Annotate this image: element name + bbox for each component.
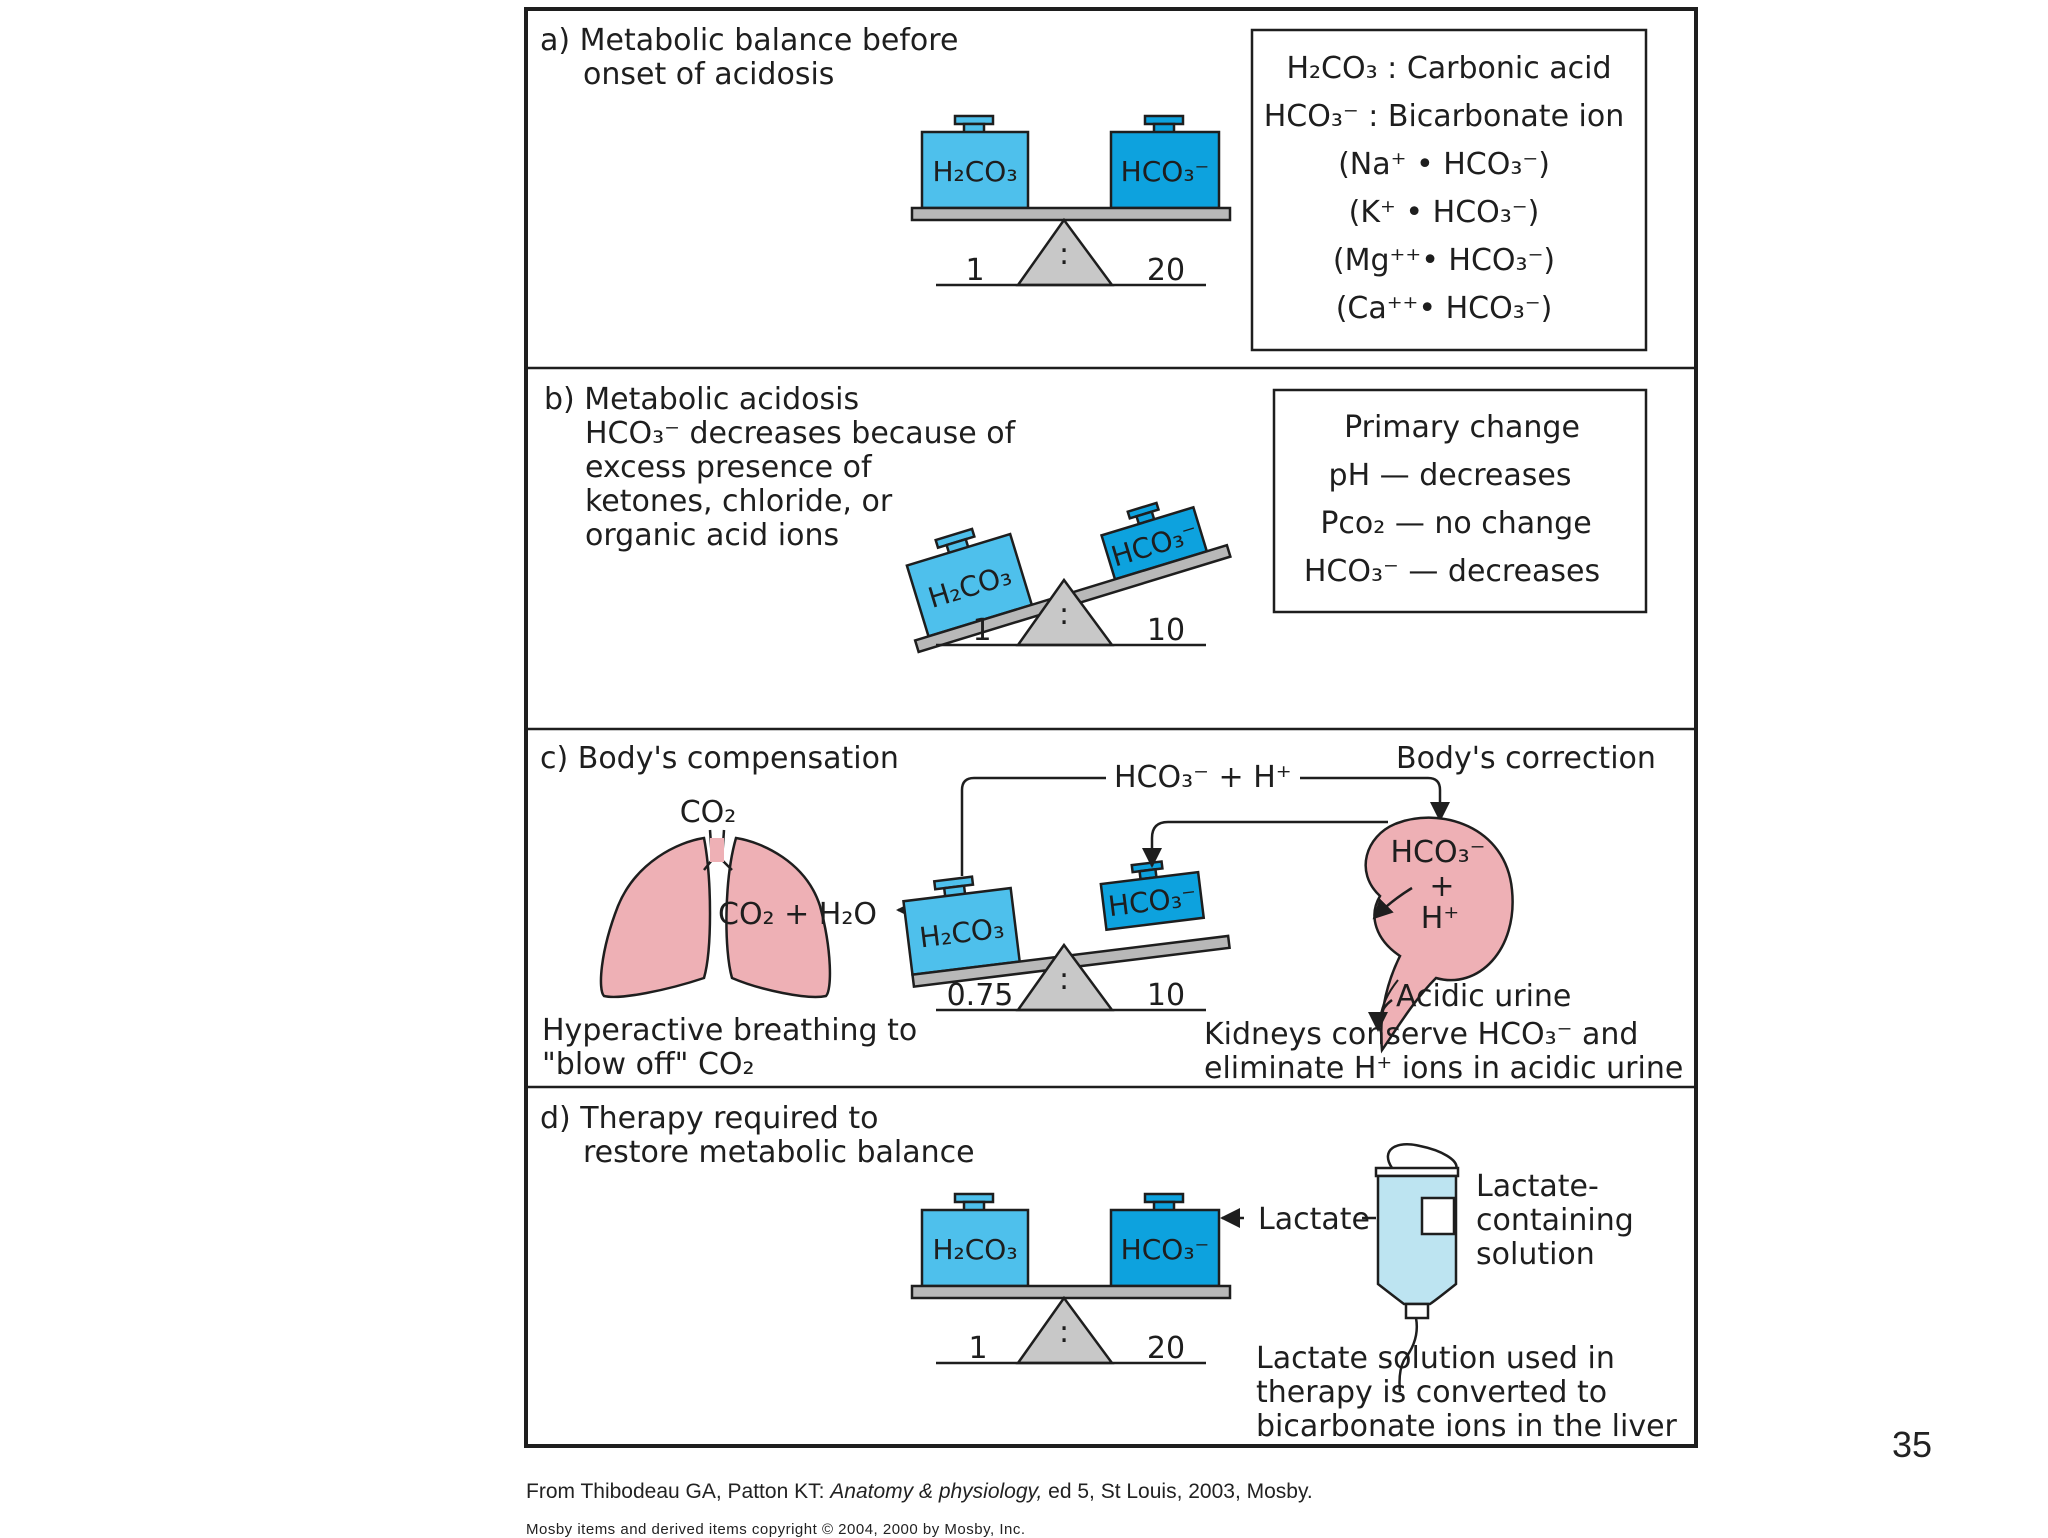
therapy-caption: Lactate solution used in [1256,1341,1615,1376]
legend-line: (Mg⁺⁺• HCO₃⁻) [1333,243,1555,278]
reaction-label: CO₂ + H₂O [718,897,877,932]
legend-lines: H₂CO₃ : Carbonic acid HCO₃⁻ : Bicarbonat… [1264,51,1625,326]
exchange-label: HCO₃⁻ + H⁺ [1114,760,1292,795]
lungs-caption: Hyperactive breathing to [542,1013,917,1048]
panel-b-text: organic acid ions [585,518,839,553]
scale-beam [910,206,1232,222]
lungs-caption: "blow off" CO₂ [542,1047,755,1082]
acid-weight: H₂CO₃ [920,1192,1030,1288]
bag-label: Lactate- [1476,1169,1599,1204]
ratio-left: 1 [972,613,991,648]
ratio-left: 0.75 [947,978,1014,1013]
primary-change-title: Primary change [1344,410,1580,445]
credit-prefix: From Thibodeau GA, Patton KT: [526,1480,831,1503]
exchange-path-left [960,776,1106,876]
credit-book-title: Anatomy & physiology, [830,1480,1043,1503]
panel-b: b) Metabolic acidosis HCO₃⁻ decreases be… [544,382,1648,654]
exchange-arrow-to-kidney [1300,776,1450,822]
acidic-urine-label: Acidic urine [1396,979,1571,1014]
legend-line: (Ca⁺⁺• HCO₃⁻) [1336,291,1553,326]
base-weight: HCO₃⁻ [1109,114,1221,210]
acid-weight-label: H₂CO₃ [932,1233,1017,1266]
ratio-right: 20 [1147,253,1185,288]
kidney-hydrogen: H⁺ [1421,901,1459,936]
iv-tubing [1398,1317,1418,1393]
kidney-caption: eliminate H⁺ ions in acidic urine [1204,1051,1683,1086]
legend-line: H₂CO₃ : Carbonic acid [1286,51,1611,86]
acid-weight: H₂CO₃ [905,527,1034,638]
credit-suffix: ed 5, St Louis, 2003, Mosby. [1042,1480,1313,1503]
primary-change-line: pH — decreases [1329,458,1572,493]
kidney-caption: Kidneys conserve HCO₃⁻ and [1204,1017,1638,1052]
ratio-right: 10 [1147,613,1185,648]
bag-label: containing [1476,1203,1634,1238]
acid-weight: H₂CO₃ [920,114,1030,210]
body-correction-label: Body's correction [1396,741,1656,776]
panel-c-title: c) Body's compensation [540,741,899,776]
panel-c: c) Body's compensation Body's correction… [540,741,1683,1086]
primary-change-line: HCO₃⁻ — decreases [1304,554,1600,589]
panel-b-text: excess presence of [585,450,873,485]
slide-number: 35 [1892,1424,1933,1465]
ratio-colon: : [1059,597,1069,632]
figure-credit: From Thibodeau GA, Patton KT: Anatomy & … [526,1480,1313,1504]
kidney-bicarbonate: HCO₃⁻ [1391,835,1486,870]
ratio-left: 1 [968,1331,987,1366]
balance-scale-b: H₂CO₃ HCO₃⁻ : 1 10 [905,501,1232,654]
panel-a-title: a) Metabolic balance before [540,23,958,58]
figure-frame [524,7,1698,1448]
acid-weight-label: H₂CO₃ [932,155,1017,188]
panel-a: a) Metabolic balance before onset of aci… [540,23,1648,352]
therapy-caption: bicarbonate ions in the liver [1256,1409,1678,1444]
scale-beam [910,1284,1232,1300]
legend-box [1250,28,1648,352]
lungs-illustration: CO₂ [599,795,832,999]
base-weight-label: HCO₃⁻ [1121,155,1210,188]
base-weight: HCO₃⁻ [1109,1192,1221,1288]
ratio-right: 10 [1147,978,1185,1013]
panel-b-title: b) Metabolic acidosis [544,382,859,417]
kidney-illustration: HCO₃⁻ + H⁺ [1364,816,1514,1054]
ratio-colon: : [1059,237,1069,272]
legend-line: HCO₃⁻ : Bicarbonate ion [1264,99,1625,134]
acid-weight: H₂CO₃ [902,875,1022,977]
panel-b-text: HCO₃⁻ decreases because of [585,416,1017,451]
iv-bag-illustration [1374,1143,1460,1393]
therapy-caption: therapy is converted to [1256,1375,1607,1410]
lactate-label: Lactate [1258,1202,1370,1237]
bicarbonate-return-arrow [1142,820,1388,868]
panel-d: d) Therapy required to restore metabolic… [540,1101,1678,1444]
co2-exhaled: CO₂ [680,795,737,830]
panel-a-title-2: onset of acidosis [583,57,834,92]
balance-scale-d: H₂CO₃ HCO₃⁻ : 1 20 [910,1192,1232,1366]
bag-label-patch [1420,1196,1456,1236]
hydrogen-excretion-arrow [1372,886,1413,920]
panel-d-title: d) Therapy required to [540,1101,878,1136]
ratio-colon: : [1059,1315,1069,1350]
ratio-left: 1 [965,253,984,288]
panel-d-title-2: restore metabolic balance [583,1135,975,1170]
primary-change-line: Pco₂ — no change [1320,506,1591,541]
primary-change-box [1272,388,1648,614]
legend-line: (Na⁺ • HCO₃⁻) [1338,147,1550,182]
balance-scale-c: H₂CO₃ HCO₃⁻ : 0.75 10 [902,860,1231,1013]
ratio-right: 20 [1147,1331,1185,1366]
panel-b-text: ketones, chloride, or [585,484,893,519]
ratio-colon: : [1059,962,1069,997]
copyright-line: Mosby items and derived items copyright … [526,1521,1026,1538]
urine-arrow [1368,998,1393,1032]
base-weight-label: HCO₃⁻ [1121,1233,1210,1266]
bag-label: solution [1476,1237,1595,1272]
kidney-plus: + [1429,869,1454,904]
legend-line: (K⁺ • HCO₃⁻) [1349,195,1540,230]
balance-scale-a: H₂CO₃ HCO₃⁻ : 1 20 [910,114,1232,288]
base-weight: HCO₃⁻ [1099,860,1206,932]
